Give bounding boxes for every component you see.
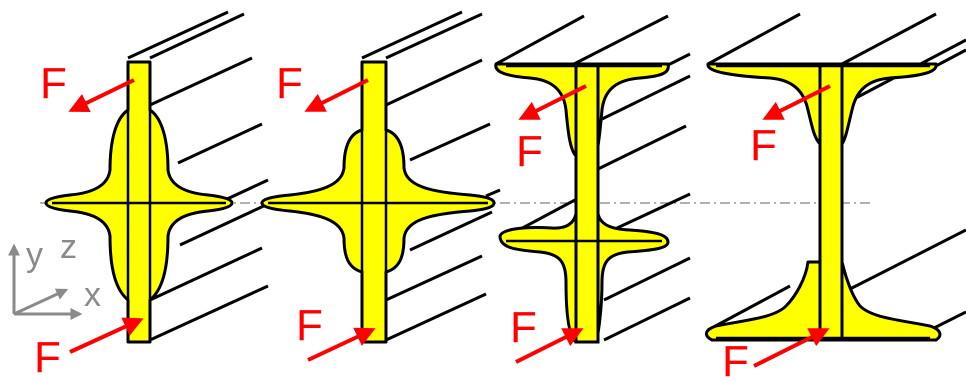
extrusion-lines xyxy=(127,10,269,342)
coordinate-axes: y z x xyxy=(7,228,101,320)
z-axis-label: z xyxy=(60,228,77,266)
web-3 xyxy=(574,62,600,344)
force-arrow-top-2 xyxy=(304,78,369,112)
force-arrow-top-1 xyxy=(68,78,135,113)
force-arrow-top-4 xyxy=(762,84,831,120)
z-axis-line xyxy=(13,288,69,316)
panel-1: F F xyxy=(34,10,269,382)
flange-inner-lines xyxy=(506,64,662,243)
force-arrow-bottom-3 xyxy=(515,328,584,364)
web-4 xyxy=(818,62,844,342)
force-label-top-3: F xyxy=(516,127,543,176)
panel-4: F F xyxy=(705,12,966,382)
force-label-top-1: F xyxy=(40,59,67,108)
force-label-top-2: F xyxy=(276,59,303,108)
extrusion-lines xyxy=(361,10,501,342)
panel-3: F F xyxy=(494,14,691,364)
force-arrow-bottom-2 xyxy=(307,327,376,362)
force-arrow-bottom-1 xyxy=(69,317,144,354)
y-axis-label: y xyxy=(26,236,43,274)
force-arrow-top-3 xyxy=(518,84,587,120)
panel-2: F F xyxy=(260,10,501,362)
force-label-bottom-2: F xyxy=(296,301,323,350)
x-axis-label: x xyxy=(84,276,101,314)
force-arrow-bottom-4 xyxy=(753,328,830,368)
plate-inner-lines xyxy=(52,62,226,342)
force-label-bottom-4: F xyxy=(722,337,749,382)
force-label-bottom-3: F xyxy=(510,303,537,352)
plate-inner-lines xyxy=(268,62,488,342)
force-label-top-4: F xyxy=(750,121,777,170)
force-label-bottom-1: F xyxy=(34,333,61,382)
